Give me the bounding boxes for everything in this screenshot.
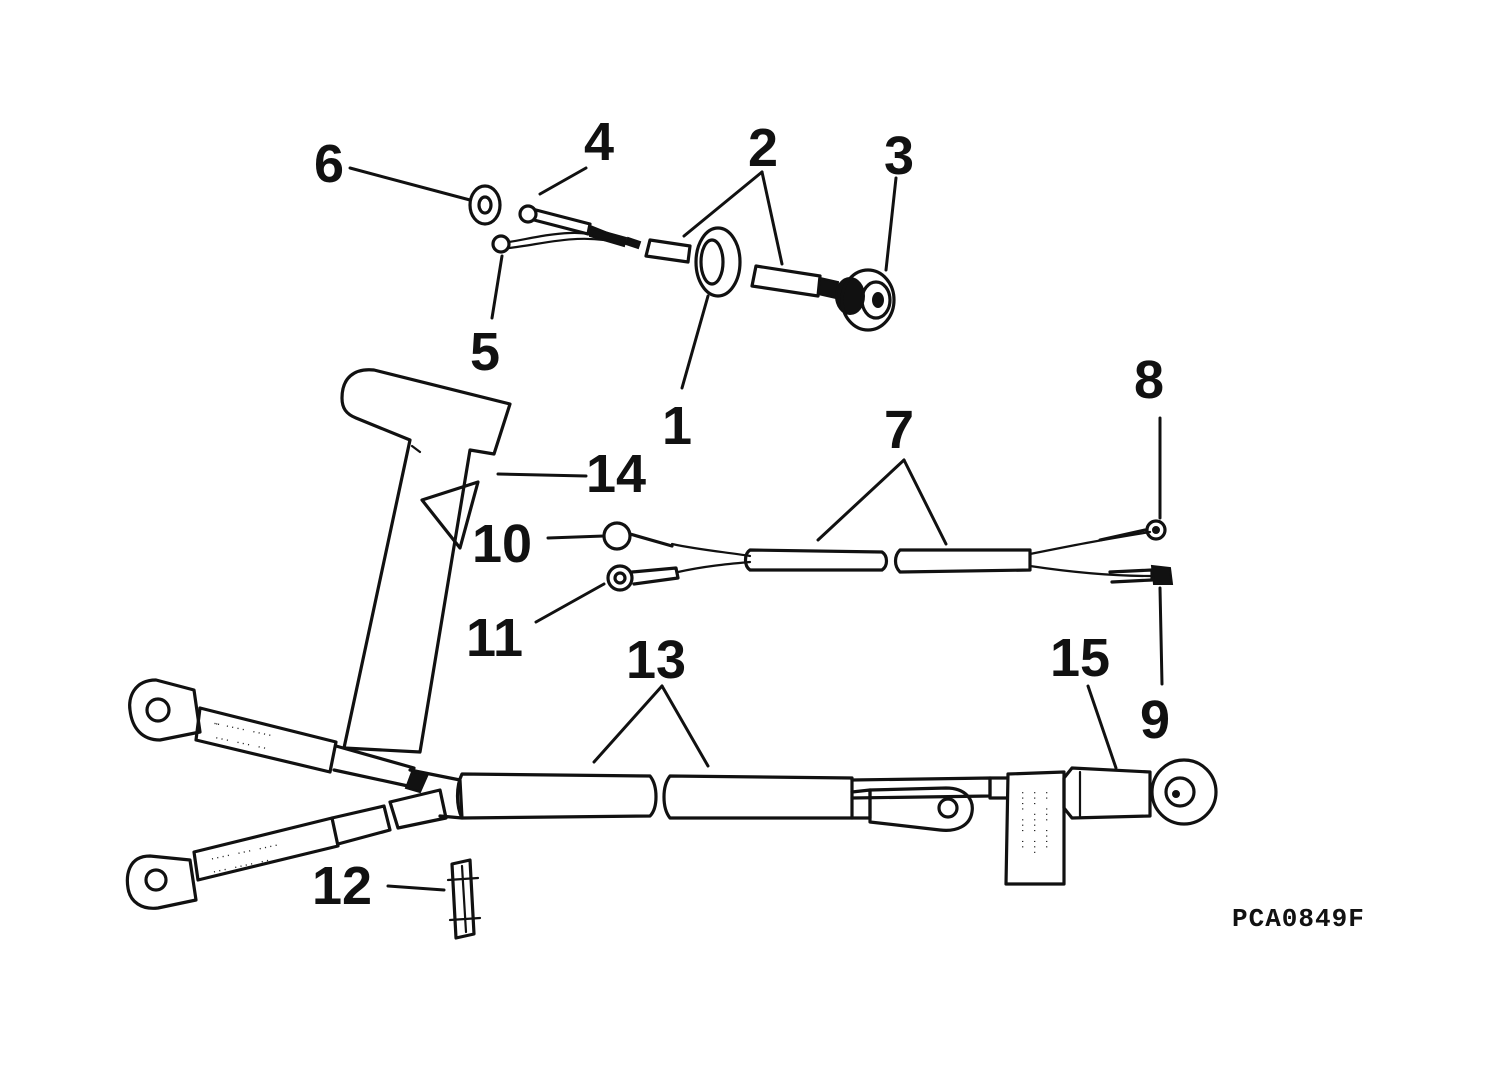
callout-labels: 1 2 3 4 5 6 7 8 9 10 11 12 13 14 15 — [312, 112, 1170, 916]
callout-3: 3 — [884, 126, 914, 186]
part-3-switch — [816, 268, 896, 332]
callout-11: 11 — [466, 608, 523, 668]
part-5-terminal — [491, 226, 628, 254]
callout-8: 8 — [1134, 350, 1164, 410]
svg-text:.... ... ..: .... ... .. — [1019, 790, 1029, 850]
callout-10: 10 — [472, 514, 532, 574]
cable-label-tag: .... ... .. ... .... ... .. ... .... — [988, 770, 1066, 886]
callout-14: 14 — [586, 444, 646, 504]
part-6-nut — [468, 184, 502, 226]
connector-sleeve — [624, 236, 692, 264]
callout-7: 7 — [884, 400, 914, 460]
part-13-battery-cable: … .... .... ... ... .. .... ... .... ...… — [125, 678, 992, 910]
callout-6: 6 — [314, 134, 344, 194]
callout-2: 2 — [748, 118, 778, 178]
part-12-grommet — [446, 858, 482, 940]
callout-13: 13 — [626, 630, 686, 690]
part-15-ring-fitting — [1062, 758, 1218, 826]
callout-9: 9 — [1140, 690, 1170, 750]
svg-text:.. ... ....: .. ... .... — [1043, 790, 1053, 850]
part-14-cover — [340, 368, 512, 754]
part-1-grommet — [694, 226, 742, 298]
callout-4: 4 — [584, 112, 614, 172]
callout-5: 5 — [470, 322, 500, 382]
part-2-sleeve — [750, 264, 822, 298]
figure-code: PCA0849F — [1232, 904, 1365, 934]
callout-12: 12 — [312, 856, 372, 916]
callout-15: 15 — [1050, 628, 1110, 688]
part-7-harness — [602, 519, 1174, 592]
svg-text:... .... ...: ... .... ... — [1031, 790, 1041, 855]
callout-1: 1 — [662, 396, 692, 456]
leader-lines — [348, 166, 1164, 892]
